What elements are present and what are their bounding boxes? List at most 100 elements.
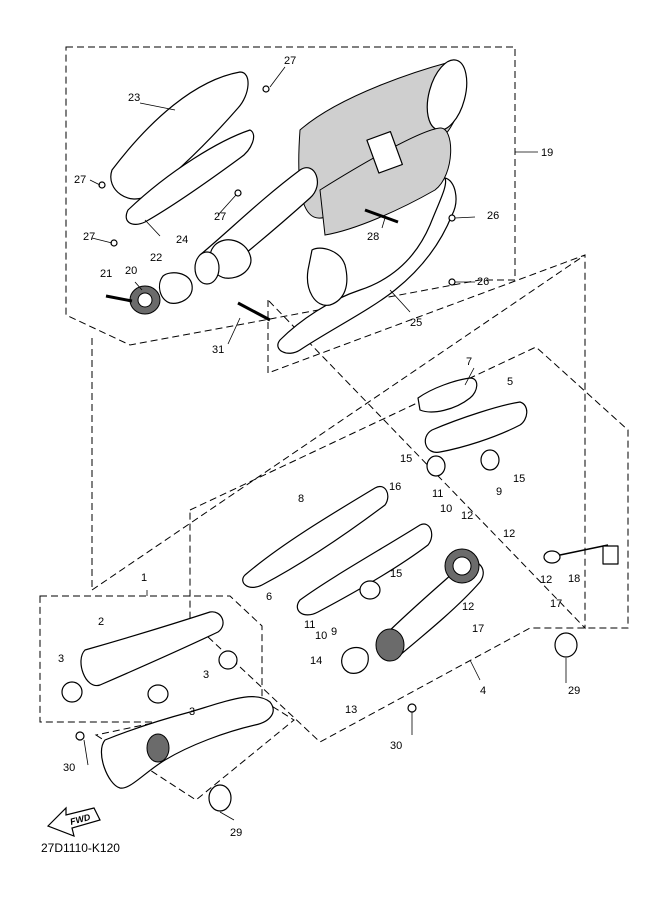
label-7: 7 bbox=[466, 356, 472, 368]
label-26: 26 bbox=[487, 210, 499, 222]
label-28: 28 bbox=[367, 231, 379, 243]
label-11: 11 bbox=[432, 488, 443, 500]
heat-shield-5 bbox=[424, 401, 528, 453]
pipe-4-flange-inner bbox=[452, 556, 472, 576]
label-31: 31 bbox=[212, 344, 224, 356]
clamp-3-b bbox=[218, 650, 238, 670]
label-29: 29 bbox=[568, 685, 580, 697]
pipe-4-collar bbox=[375, 628, 405, 662]
bolt-27-a bbox=[262, 85, 270, 93]
muffler-bracket bbox=[366, 130, 403, 174]
clamp-20-inner bbox=[137, 292, 153, 308]
label-12: 12 bbox=[461, 510, 473, 522]
label-17: 17 bbox=[472, 623, 484, 635]
label-8: 8 bbox=[298, 493, 304, 505]
diagram-code: 27D1110-K120 bbox=[41, 841, 120, 855]
label-15: 15 bbox=[513, 473, 525, 485]
label-27: 27 bbox=[284, 55, 296, 67]
bolt-21 bbox=[105, 294, 133, 303]
label-3: 3 bbox=[58, 653, 64, 665]
group-boxes bbox=[39, 46, 629, 801]
fwd-arrow: FWD bbox=[46, 806, 101, 837]
label-14: 14 bbox=[310, 655, 322, 667]
group-4-box bbox=[189, 346, 629, 743]
bolt-26-a bbox=[448, 214, 456, 222]
label-12: 12 bbox=[462, 601, 474, 613]
label-25: 25 bbox=[410, 317, 422, 329]
label-29: 29 bbox=[230, 827, 242, 839]
heat-shield-23 bbox=[110, 71, 249, 200]
label-22: 22 bbox=[150, 252, 162, 264]
heat-shield-7 bbox=[417, 377, 478, 413]
group-link-line-2 bbox=[91, 254, 586, 591]
pipe-flange bbox=[194, 251, 220, 285]
group-1-box bbox=[39, 595, 263, 723]
nut-30-b bbox=[75, 731, 85, 741]
bolt-26-b bbox=[448, 278, 456, 286]
o2-sensor-18-cable bbox=[559, 544, 609, 556]
label-2: 2 bbox=[98, 616, 104, 628]
label-6: 6 bbox=[266, 591, 272, 603]
label-3: 3 bbox=[203, 669, 209, 681]
gasket-14 bbox=[341, 646, 369, 674]
clamp-15-a bbox=[426, 455, 446, 477]
label-1: 1 bbox=[141, 572, 147, 584]
header-flange bbox=[146, 733, 170, 763]
part-labels: 27 23 19 27 27 27 24 28 26 26 21 20 22 2… bbox=[58, 55, 580, 839]
label-27: 27 bbox=[74, 174, 86, 186]
o2-sensor-18-body bbox=[543, 550, 561, 564]
bolt-27-b bbox=[98, 181, 106, 189]
clamp-3-c bbox=[147, 684, 169, 704]
label-30: 30 bbox=[63, 762, 75, 774]
label-16: 16 bbox=[389, 481, 401, 493]
bracket-25-arm bbox=[306, 247, 348, 306]
label-9: 9 bbox=[331, 626, 337, 638]
fwd-arrow-icon bbox=[46, 806, 101, 837]
header-pipe-lower bbox=[100, 696, 274, 789]
heat-shield-2 bbox=[80, 611, 224, 686]
group-lower-box bbox=[94, 699, 295, 801]
label-15: 15 bbox=[390, 568, 402, 580]
gasket-29-b bbox=[208, 784, 232, 812]
group-19-box bbox=[65, 46, 516, 346]
label-17: 17 bbox=[550, 598, 562, 610]
label-26: 26 bbox=[477, 276, 489, 288]
label-12: 12 bbox=[503, 528, 515, 540]
muffler-assembly bbox=[98, 59, 468, 354]
heat-shield-6 bbox=[296, 523, 433, 616]
label-13: 13 bbox=[345, 704, 357, 716]
label-10: 10 bbox=[440, 503, 452, 515]
nut-30-a bbox=[407, 703, 417, 713]
label-20: 20 bbox=[125, 265, 137, 277]
gasket-29-a bbox=[554, 632, 578, 658]
clamp-15-c bbox=[359, 580, 381, 600]
clamp-3-a bbox=[61, 681, 83, 703]
bracket-25 bbox=[277, 177, 457, 354]
label-3: 3 bbox=[189, 706, 195, 718]
heat-shield-8 bbox=[242, 485, 389, 588]
label-5: 5 bbox=[507, 376, 513, 388]
leader-lines bbox=[83, 66, 567, 821]
label-9: 9 bbox=[496, 486, 502, 498]
label-23: 23 bbox=[128, 92, 140, 104]
label-4: 4 bbox=[480, 685, 486, 697]
label-24: 24 bbox=[176, 234, 188, 246]
label-10: 10 bbox=[315, 630, 327, 642]
label-12: 12 bbox=[540, 574, 552, 586]
label-21: 21 bbox=[100, 268, 112, 280]
o2-sensor-18-connector bbox=[602, 545, 619, 565]
gasket-22 bbox=[158, 272, 193, 304]
bolt-27-c bbox=[234, 189, 242, 197]
mid-pipe-assembly bbox=[75, 377, 619, 812]
label-19: 19 bbox=[541, 147, 553, 159]
header-assembly bbox=[61, 611, 274, 789]
label-15: 15 bbox=[400, 453, 412, 465]
label-18: 18 bbox=[568, 573, 580, 585]
label-27: 27 bbox=[83, 231, 95, 243]
clamp-15-b bbox=[480, 449, 500, 471]
bolt-28 bbox=[364, 208, 399, 224]
label-30: 30 bbox=[390, 740, 402, 752]
bolt-31 bbox=[237, 301, 271, 322]
label-11: 11 bbox=[304, 619, 315, 631]
